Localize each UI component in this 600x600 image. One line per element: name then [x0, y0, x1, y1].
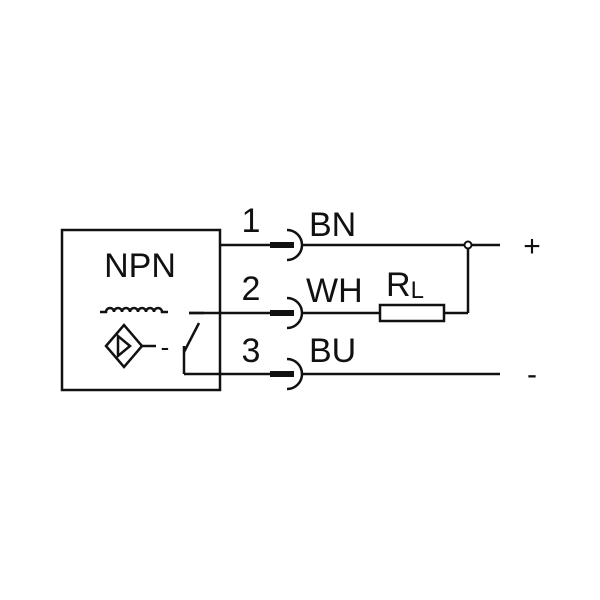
pin-1-color: BN: [309, 206, 356, 244]
pin-2-number: 2: [242, 270, 261, 308]
switch-contact-icon: [182, 311, 204, 374]
pin-3-number: 3: [242, 332, 261, 370]
pin-1-number: 1: [242, 202, 261, 240]
sensor-type-label: NPN: [104, 247, 176, 285]
coil-icon: [100, 306, 168, 314]
supply-minus: -: [527, 358, 537, 391]
load-label: RL: [386, 266, 424, 304]
pin-2-color: WH: [306, 272, 363, 310]
load-label-sub: L: [411, 277, 424, 304]
proximity-sensor-icon: [104, 323, 156, 369]
sensor-housing: [60, 228, 222, 392]
supply-plus: +: [523, 230, 541, 263]
pin-3-color: BU: [309, 332, 356, 370]
load-label-main: R: [386, 266, 411, 304]
output-dash: -: [161, 332, 170, 362]
junction-node: [463, 240, 473, 250]
load-resistor: [378, 303, 446, 323]
